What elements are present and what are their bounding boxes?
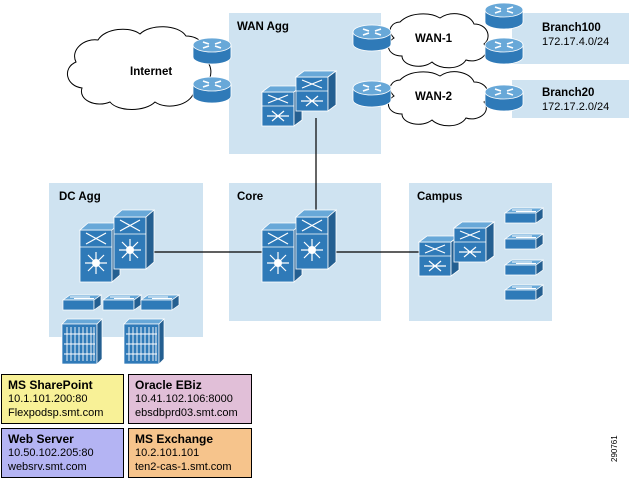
exchange-address: 10.2.101.101 — [135, 447, 200, 459]
campus-switch-2-icon — [453, 221, 495, 263]
internet-router-1-icon — [192, 37, 232, 65]
server-rack-2-icon — [123, 318, 165, 365]
webserver-title: Web Server — [8, 432, 74, 446]
branch100-panel — [512, 13, 629, 64]
wan-agg-switch-2-icon — [295, 70, 337, 112]
sharepoint-title: MS SharePoint — [8, 378, 93, 392]
server-rack-1-icon — [61, 318, 103, 365]
exchange-title: MS Exchange — [135, 432, 214, 446]
sharepoint-host: Flexpodsp.smt.com — [8, 407, 104, 419]
access-switch-2-icon — [504, 233, 544, 250]
campus-switch-1-icon — [418, 235, 460, 277]
oracle-host: ebsdbprd03.smt.com — [135, 407, 238, 419]
access-switch-4-icon — [504, 284, 544, 301]
branch20-subnet: 172.17.2.0/24 — [542, 101, 609, 113]
fabric-switch-1-icon — [62, 294, 102, 311]
wan2-router-icon — [352, 80, 392, 108]
exchange-host: ten2-cas-1.smt.com — [135, 461, 232, 473]
dc-agg-switch-2-icon — [113, 209, 155, 270]
figure-id: 290761 — [610, 435, 619, 462]
branch20-name: Branch20 — [542, 87, 594, 99]
oracle-title: Oracle EBiz — [135, 378, 202, 392]
branch100-name: Branch100 — [542, 22, 601, 34]
branch20-panel — [512, 80, 629, 118]
zone-label-core: Core — [237, 191, 263, 203]
branch100-router-2-icon — [484, 37, 524, 65]
wan2-label: WAN-2 — [415, 91, 452, 103]
core-switch-2-icon — [295, 209, 337, 270]
internet-cloud — [67, 26, 212, 110]
zone-label-campus: Campus — [417, 191, 462, 203]
webserver-address: 10.50.102.205:80 — [8, 447, 94, 459]
access-switch-3-icon — [504, 259, 544, 276]
sharepoint-box: MS SharePoint 10.1.101.200:80 Flexpodsp.… — [1, 374, 124, 424]
internet-label: Internet — [130, 66, 172, 78]
wan1-router-icon — [352, 24, 392, 52]
internet-router-2-icon — [192, 76, 232, 104]
webserver-box: Web Server 10.50.102.205:80 websrv.smt.c… — [1, 428, 124, 478]
wan1-label: WAN-1 — [415, 33, 453, 45]
oracle-address: 10.41.102.106:8000 — [135, 393, 233, 405]
sharepoint-address: 10.1.101.200:80 — [8, 393, 88, 405]
branch100-subnet: 172.17.4.0/24 — [542, 36, 609, 48]
access-switch-1-icon — [504, 207, 544, 224]
zone-label-dc-agg: DC Agg — [59, 191, 101, 203]
fabric-switch-3-icon — [140, 294, 180, 311]
webserver-host: websrv.smt.com — [8, 461, 87, 473]
oracle-box: Oracle EBiz 10.41.102.106:8000 ebsdbprd0… — [128, 374, 252, 424]
fabric-switch-2-icon — [102, 294, 142, 311]
zone-label-wan-agg: WAN Agg — [237, 21, 289, 33]
branch20-router-icon — [484, 84, 524, 112]
branch100-router-1-icon — [484, 2, 524, 30]
exchange-box: MS Exchange 10.2.101.101 ten2-cas-1.smt.… — [128, 428, 252, 478]
